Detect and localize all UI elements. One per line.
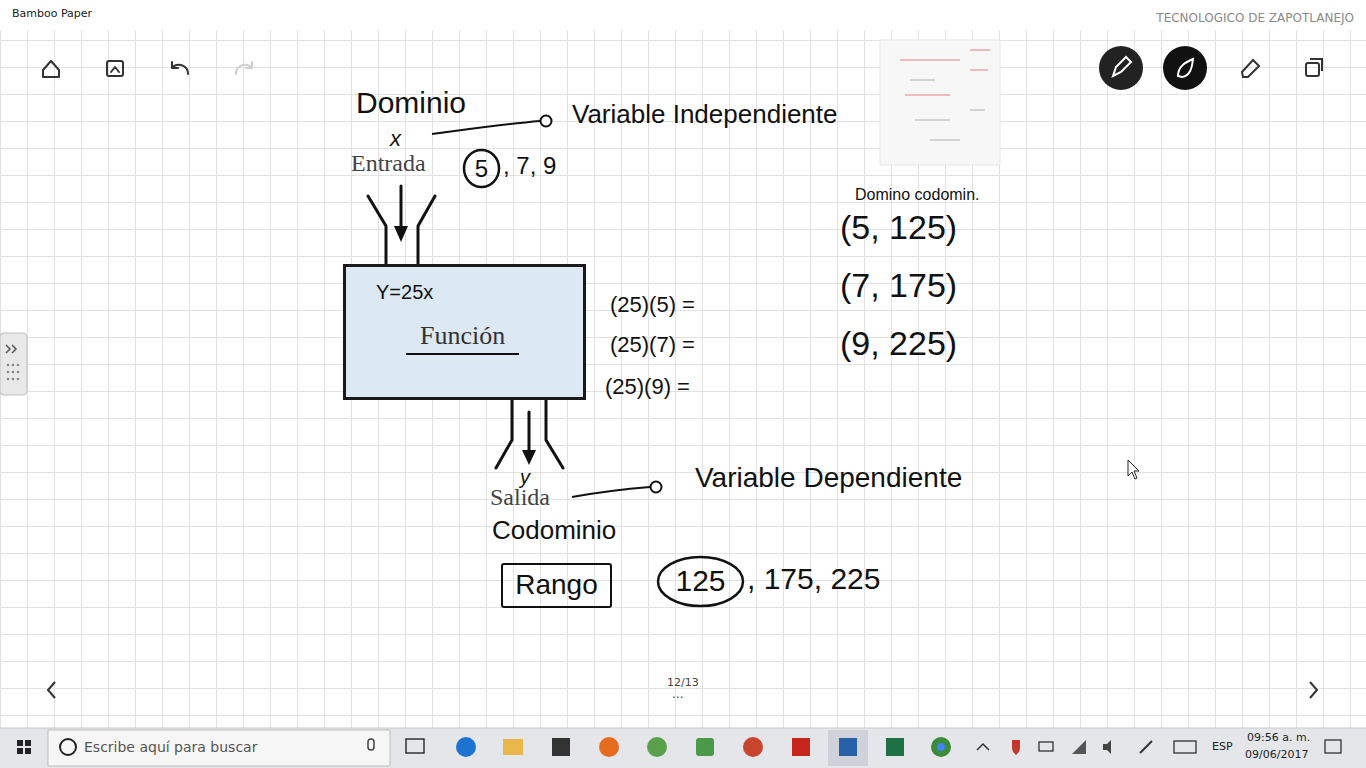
function-title: Función bbox=[406, 321, 519, 355]
term-label: Variable Dependiente bbox=[695, 462, 962, 494]
output-values: , 175, 225 bbox=[747, 562, 880, 597]
calculation: (25)(7) = bbox=[610, 332, 695, 357]
calculation: (25)(5) = bbox=[610, 292, 695, 317]
clock-date: 09/06/2017 bbox=[1245, 749, 1308, 762]
calculation: (25)(9) = bbox=[605, 374, 690, 399]
function-machine: Y=25xFunción bbox=[343, 264, 586, 400]
ordered-pair: (9, 225) bbox=[840, 324, 957, 363]
circle-stroke bbox=[464, 150, 499, 187]
language-indicator: ESP bbox=[1212, 741, 1233, 754]
input-label: Entrada bbox=[351, 150, 426, 178]
output-value: 125 bbox=[675, 564, 725, 599]
page-dots: ... bbox=[672, 688, 683, 702]
output-label: Salida bbox=[490, 484, 550, 512]
term-label: Variable Independiente bbox=[572, 100, 838, 130]
variable-label: x bbox=[390, 126, 401, 151]
app-title: Bamboo Paper bbox=[12, 8, 92, 21]
term-label: Codominio bbox=[492, 516, 616, 546]
search-placeholder: Escribe aquí para buscar bbox=[84, 739, 257, 755]
input-values: , 7, 9 bbox=[503, 152, 556, 180]
circled-value: 5 bbox=[462, 148, 501, 189]
circle-stroke bbox=[658, 557, 743, 606]
input-value: 5 bbox=[475, 155, 488, 183]
function-formula: Y=25x bbox=[376, 281, 433, 304]
watermark: TECNOLOGICO DE ZAPOTLANEJO bbox=[1156, 12, 1354, 26]
ordered-pair: (7, 175) bbox=[840, 266, 957, 305]
range-label: Rango bbox=[515, 569, 598, 601]
column-heading: Domino codomin. bbox=[855, 186, 980, 204]
term-label: Dominio bbox=[356, 86, 466, 121]
clock-time: 09:56 a. m. bbox=[1247, 732, 1310, 745]
range-box: Rango bbox=[501, 563, 612, 608]
circled-value: 125 bbox=[656, 555, 745, 608]
ordered-pair: (5, 125) bbox=[840, 208, 957, 247]
